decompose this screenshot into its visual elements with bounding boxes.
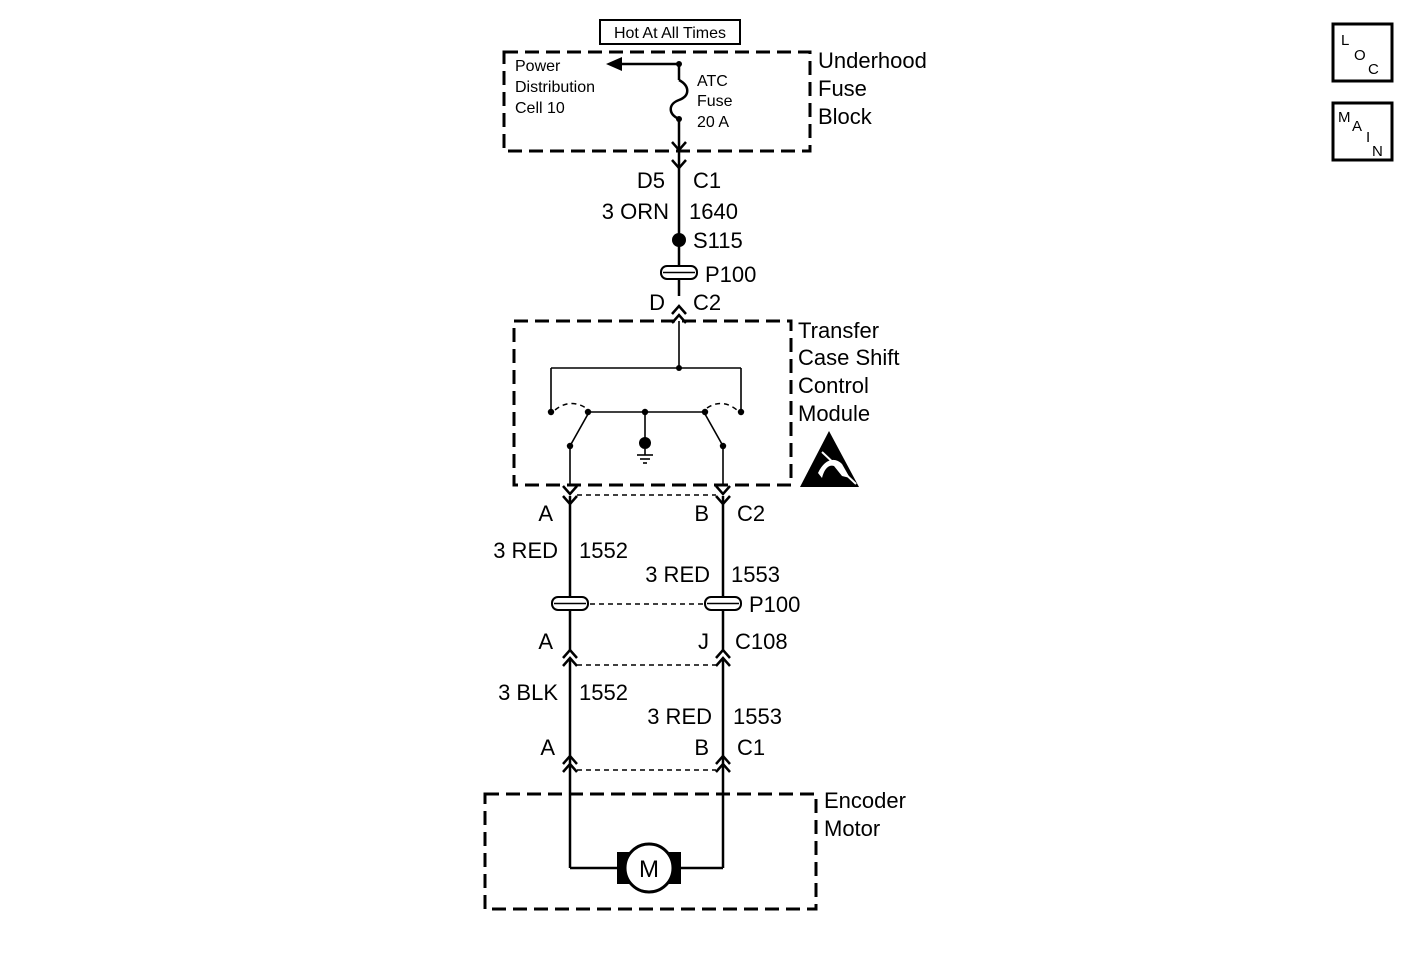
pin-d5: D5 <box>637 168 665 193</box>
svg-text:C: C <box>1368 61 1379 78</box>
pin-b-motor: B <box>694 735 709 760</box>
svg-text:I: I <box>1366 129 1370 146</box>
pin-a-motor: A <box>540 735 555 760</box>
upper-wires: 3 RED 1552 3 RED 1553 P100 <box>493 496 800 650</box>
connector-c2-upper: C2 <box>693 290 721 315</box>
svg-text:L: L <box>1341 32 1349 49</box>
inline-connector-p100-upper: P100 <box>705 262 756 287</box>
pin-b-tccm: B <box>694 501 709 526</box>
fuse-block-name-3: Block <box>818 104 873 129</box>
svg-text:M: M <box>639 856 659 883</box>
fuse-label-1: ATC <box>697 73 728 90</box>
motor-name-1: Encoder <box>824 788 906 813</box>
splice-s115-icon <box>672 233 686 247</box>
hot-at-all-times-label: Hot At All Times <box>599 19 741 45</box>
connector-c108-label: C108 <box>735 629 788 654</box>
wire-1640: D5 C1 3 ORN 1640 S115 P100 D C2 <box>602 141 756 324</box>
inline-connector-icon <box>704 596 742 611</box>
encoder-motor: Encoder Motor M <box>483 788 906 911</box>
loc-button[interactable]: L O C <box>1331 22 1394 83</box>
pin-j-c108: J <box>698 629 709 654</box>
motor-connector-c1: A B C1 <box>540 735 765 773</box>
svg-text:A: A <box>1352 118 1362 135</box>
power-distribution-label-2: Distribution <box>515 79 595 96</box>
lower-wires: 3 BLK 1552 3 RED 1553 <box>498 660 782 868</box>
connector-c108: A J C108 <box>538 629 788 667</box>
power-distribution-label-3: Cell 10 <box>515 100 565 117</box>
tccm-name-1: Transfer <box>798 318 879 343</box>
fuse-label-3: 20 A <box>697 114 729 131</box>
pin-a-c108: A <box>538 629 553 654</box>
tccm-name-3: Control <box>798 373 869 398</box>
wire-gauge-upper-right: 3 RED <box>645 562 710 587</box>
tccm-name-4: Module <box>798 401 870 426</box>
circuit-1553-lower: 1553 <box>733 704 782 729</box>
inline-connector-icon <box>660 265 698 280</box>
wire-gauge-lower-left: 3 BLK <box>498 680 558 705</box>
pin-a-tccm: A <box>538 501 553 526</box>
connector-c2-tccm: C2 <box>737 501 765 526</box>
motor-icon: M <box>617 842 681 894</box>
splice-s115-label: S115 <box>693 228 743 253</box>
svg-text:O: O <box>1354 47 1366 64</box>
circuit-1552-lower: 1552 <box>579 680 628 705</box>
fuse-label-2: Fuse <box>697 93 733 110</box>
main-button[interactable]: M A I N <box>1331 101 1394 162</box>
inline-connector-icon <box>551 596 589 611</box>
tccm-connector-c2: A B C2 <box>538 485 765 526</box>
motor-name-2: Motor <box>824 816 880 841</box>
svg-text:N: N <box>1372 143 1383 160</box>
wire-gauge-upper-left: 3 RED <box>493 538 558 563</box>
connector-c1-motor: C1 <box>737 735 765 760</box>
wire-gauge-lower-right: 3 RED <box>647 704 712 729</box>
svg-text:M: M <box>1338 109 1351 126</box>
connector-c1-upper: C1 <box>693 168 721 193</box>
circuit-1552-upper: 1552 <box>579 538 628 563</box>
fuse-block-name-2: Fuse <box>818 76 867 101</box>
circuit-1640: 1640 <box>689 199 738 224</box>
circuit-1553-upper: 1553 <box>731 562 780 587</box>
fuse-block-name-1: Underhood <box>818 48 927 73</box>
inline-connector-p100-lower: P100 <box>749 592 800 617</box>
pin-d: D <box>649 290 665 315</box>
svg-text:Hot At All Times: Hot At All Times <box>614 25 726 42</box>
esd-warning-icon <box>800 431 859 487</box>
tccm-name-2: Case Shift <box>798 345 900 370</box>
transfer-case-shift-control-module: Transfer Case Shift Control Module <box>512 318 900 487</box>
underhood-fuse-block: Underhood Fuse Block Power Distribution … <box>502 48 927 153</box>
wire-gauge-3-orn: 3 ORN <box>602 199 669 224</box>
ground-icon <box>637 412 653 464</box>
fuse-icon <box>669 64 689 151</box>
power-distribution-label-1: Power <box>515 58 561 75</box>
